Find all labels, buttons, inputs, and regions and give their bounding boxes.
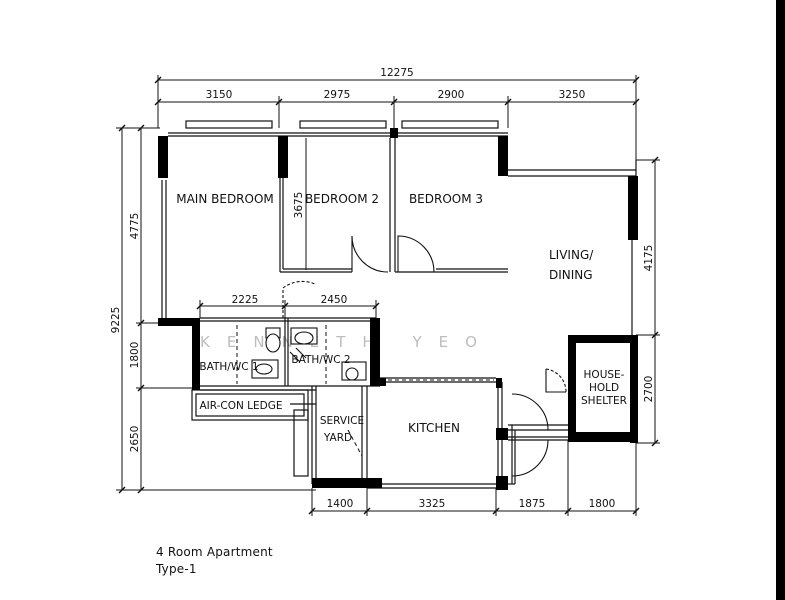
label-living-line1: LIVING/ [549,248,594,262]
dim-bottom-3: 1875 [519,498,546,510]
room-labels: MAIN BEDROOM BEDROOM 2 BEDROOM 3 LIVING/… [176,192,627,444]
label-living-line2: DINING [549,268,593,282]
label-main-bedroom: MAIN BEDROOM [176,192,274,206]
dim-top-2: 2975 [324,89,351,101]
dim-bath1-width: 2225 [232,294,259,306]
dim-left-3: 2650 [129,426,141,453]
dim-top-3: 2900 [438,89,465,101]
watermark: KENNETH YEO [200,333,494,351]
dim-bottom-4: 1800 [589,498,616,510]
label-shelter-line1: HOUSE- [584,369,625,381]
dim-shelter-depth: 2700 [643,376,655,403]
dimension-labels: 12275 3150 2975 2900 3250 9225 4775 1800… [110,67,655,510]
label-bedroom-3: BEDROOM 3 [409,192,483,206]
label-kitchen: KITCHEN [408,421,460,435]
caption-title: 4 Room Apartment [156,545,273,559]
door-swings [282,235,567,477]
dim-overall-width: 12275 [380,67,413,79]
label-service-line1: SERVICE [320,415,364,427]
label-bath-1: BATH/WC 1 [199,361,258,373]
dim-top-1: 3150 [206,89,233,101]
caption-type: Type-1 [156,562,197,576]
right-edge-bar [776,0,785,600]
dashed-lines [236,325,494,457]
dimension-lines [116,75,660,516]
dim-bath2-width: 2450 [321,294,348,306]
dim-bottom-1: 1400 [327,498,354,510]
dim-left-1: 4775 [129,213,141,240]
sanitary-fixtures [251,327,367,381]
dim-left-overall: 9225 [110,307,122,334]
dim-top-4: 3250 [559,89,586,101]
dim-left-2: 1800 [129,342,141,369]
walls-thick[interactable] [158,128,638,490]
label-service-line2: YARD [323,432,352,444]
dim-living-depth: 4175 [643,245,655,272]
label-bedroom-2: BEDROOM 2 [305,192,379,206]
label-shelter-line2: HOLD [589,382,619,394]
label-shelter-line3: SHELTER [581,395,627,407]
label-bath-2: BATH/WC 2 [291,354,350,366]
dim-bottom-2: 3325 [419,498,446,510]
label-aircon-ledge: AIR-CON LEDGE [199,400,282,412]
dim-bedroom2-depth: 3675 [293,192,305,219]
